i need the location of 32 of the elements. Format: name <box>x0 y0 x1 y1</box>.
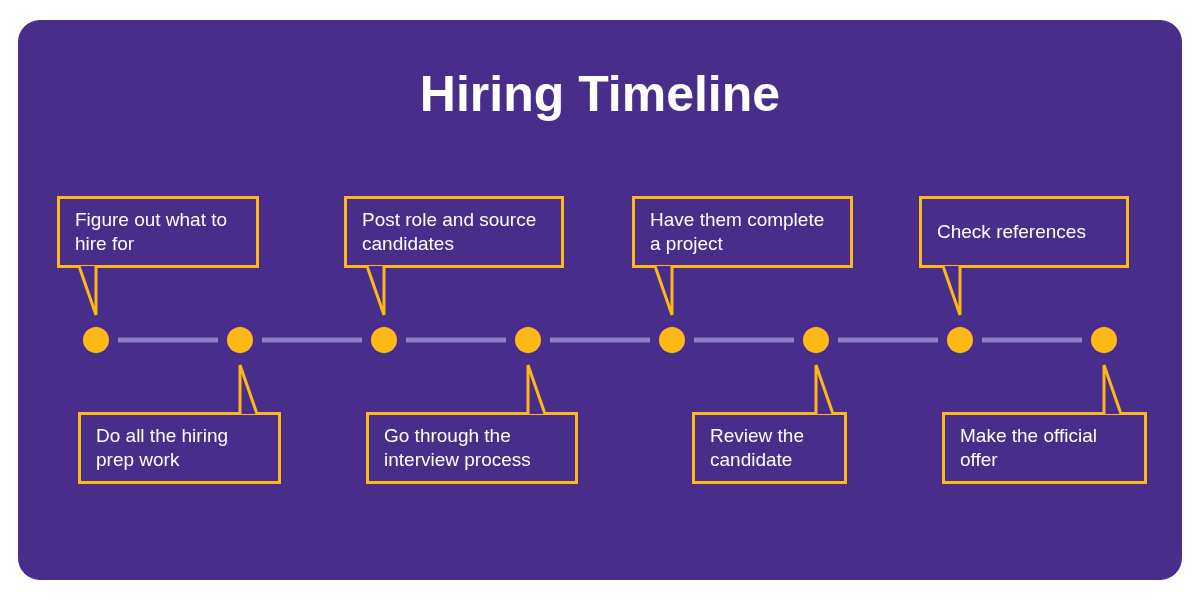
callout-box <box>692 412 847 484</box>
callout-box <box>919 196 1129 268</box>
step-text: Review the candidate <box>710 424 805 472</box>
timeline-line <box>694 337 794 343</box>
callout-tail <box>238 363 259 416</box>
callout-tail <box>814 363 835 416</box>
callout-box <box>78 412 281 484</box>
timeline-line <box>838 337 938 343</box>
step-text: Do all the hiring prep work <box>96 424 230 472</box>
timeline-line <box>118 337 218 343</box>
timeline-line <box>262 337 362 343</box>
timeline-line <box>406 337 506 343</box>
callout-tail <box>77 264 98 317</box>
callout-box <box>632 196 853 268</box>
callout-tail <box>526 363 547 416</box>
timeline-line <box>550 337 650 343</box>
step-text: Check references <box>937 220 1087 244</box>
step-text: Figure out what to hire for <box>75 208 229 256</box>
callout-box <box>344 196 564 268</box>
callout-box <box>57 196 259 268</box>
callout-tail <box>365 264 386 317</box>
step-text: Go through the interview process <box>384 424 532 472</box>
callout-box <box>366 412 578 484</box>
timeline-line <box>982 337 1082 343</box>
callout-tail <box>941 264 962 317</box>
callout-box <box>942 412 1147 484</box>
callout-tail <box>653 264 674 317</box>
step-text: Have them complete a project <box>650 208 826 256</box>
step-text: Post role and source candidates <box>362 208 538 256</box>
title: Hiring Timeline <box>418 65 782 124</box>
callout-tail <box>1102 363 1123 416</box>
step-text: Make the official offer <box>960 424 1098 472</box>
